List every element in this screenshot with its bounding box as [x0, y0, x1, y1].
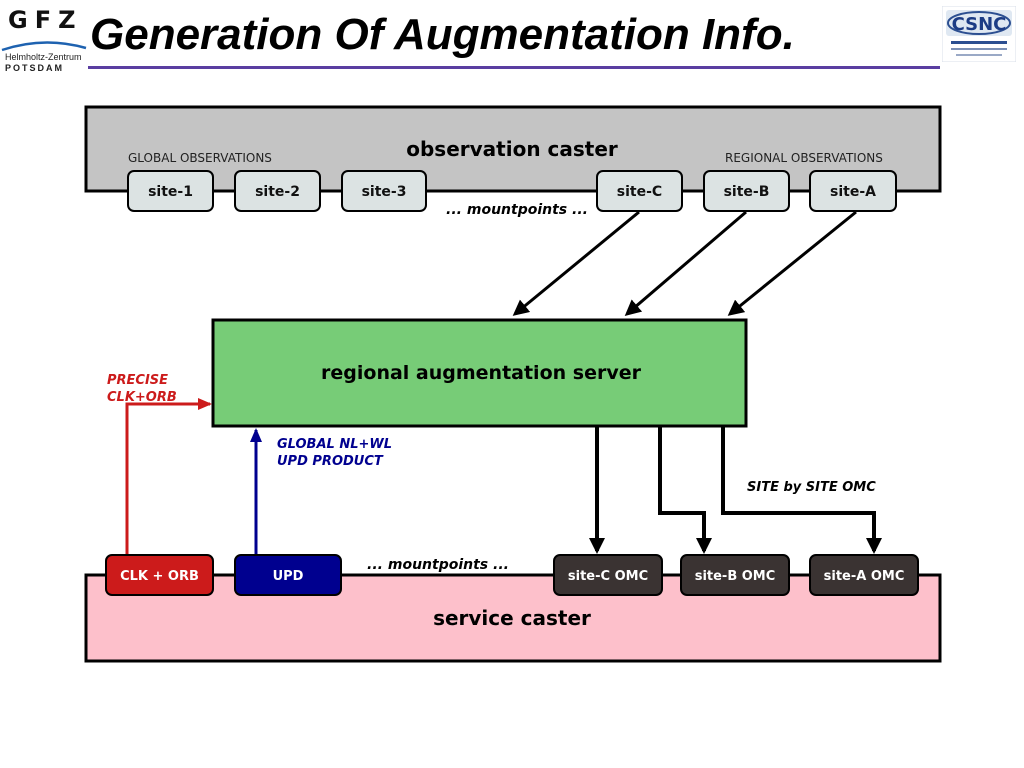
service-caster-box [84, 573, 942, 663]
stream-upd: UPD [234, 554, 342, 596]
arrow-server-to-site-b-omc [658, 426, 712, 554]
obs-site-c: site-C [596, 170, 683, 212]
service-mountpoints-label: ... mountpoints ... [367, 557, 509, 573]
augmentation-server: regional augmentation server [211, 318, 748, 428]
gfz-logo-line2: POTSDAM [5, 63, 64, 73]
gfz-logo-line1: Helmholtz-Zentrum [5, 52, 82, 62]
stream-clk-orb-label: CLK + ORB [120, 569, 199, 584]
arrow-server-to-site-a-omc [721, 426, 882, 554]
obs-site-2: site-2 [234, 170, 321, 212]
omc-label: SITE by SITE OMC [747, 480, 876, 495]
obs-site-1-label: site-1 [148, 184, 193, 200]
csnc-logo-text: CSNC [952, 14, 1007, 35]
obs-site-a: site-A [809, 170, 897, 212]
stream-site-a-omc: site-A OMC [809, 554, 919, 596]
obs-site-1: site-1 [127, 170, 214, 212]
arrow-site-a-to-server [727, 210, 857, 316]
obs-site-2-label: site-2 [255, 184, 300, 200]
gfz-logo-letters: GFZ [8, 6, 83, 34]
obs-site-b-label: site-B [724, 184, 770, 200]
service-caster-label: service caster [433, 606, 591, 630]
observation-caster-box [84, 105, 942, 193]
stream-upd-label: UPD [273, 569, 304, 584]
augmentation-server-box [211, 318, 748, 428]
upd-label-line1: GLOBAL NL+WL [277, 437, 392, 452]
obs-site-c-label: site-C [617, 184, 662, 200]
augmentation-server-label: regional augmentation server [321, 362, 642, 384]
obs-mountpoints-label: ... mountpoints ... [446, 202, 588, 218]
precise-label-line1: PRECISE [107, 373, 168, 388]
gfz-logo-swoosh [1, 41, 87, 52]
stream-site-b-omc: site-B OMC [680, 554, 790, 596]
stream-site-c-omc-label: site-C OMC [568, 569, 648, 584]
observation-caster-label: observation caster [406, 137, 618, 161]
arrow-site-c-to-server [512, 210, 640, 316]
stream-site-b-omc-label: site-B OMC [695, 569, 776, 584]
global-observations-label: GLOBAL OBSERVATIONS [128, 151, 272, 165]
stream-site-a-omc-label: site-A OMC [824, 569, 905, 584]
stream-site-c-omc: site-C OMC [553, 554, 663, 596]
upd-label-line2: UPD PRODUCT [277, 454, 384, 469]
service-caster: service caster ... mountpoints ... CLK +… [84, 554, 942, 663]
page-title: Generation Of Augmentation Info. [90, 10, 795, 59]
stream-clk-orb: CLK + ORB [105, 554, 214, 596]
obs-site-3: site-3 [341, 170, 427, 212]
csnc-logo-icon: CSNC [942, 6, 1016, 62]
obs-site-3-label: site-3 [362, 184, 407, 200]
arrow-site-b-to-server [624, 210, 747, 316]
obs-site-b: site-B [703, 170, 790, 212]
arrow-clk-orb-to-server [125, 398, 212, 555]
observation-caster: observation caster GLOBAL OBSERVATIONS R… [84, 105, 942, 218]
regional-observations-label: REGIONAL OBSERVATIONS [725, 151, 883, 165]
obs-site-a-label: site-A [830, 184, 876, 200]
precise-label-line2: CLK+ORB [107, 390, 177, 405]
title-underline [88, 66, 940, 69]
